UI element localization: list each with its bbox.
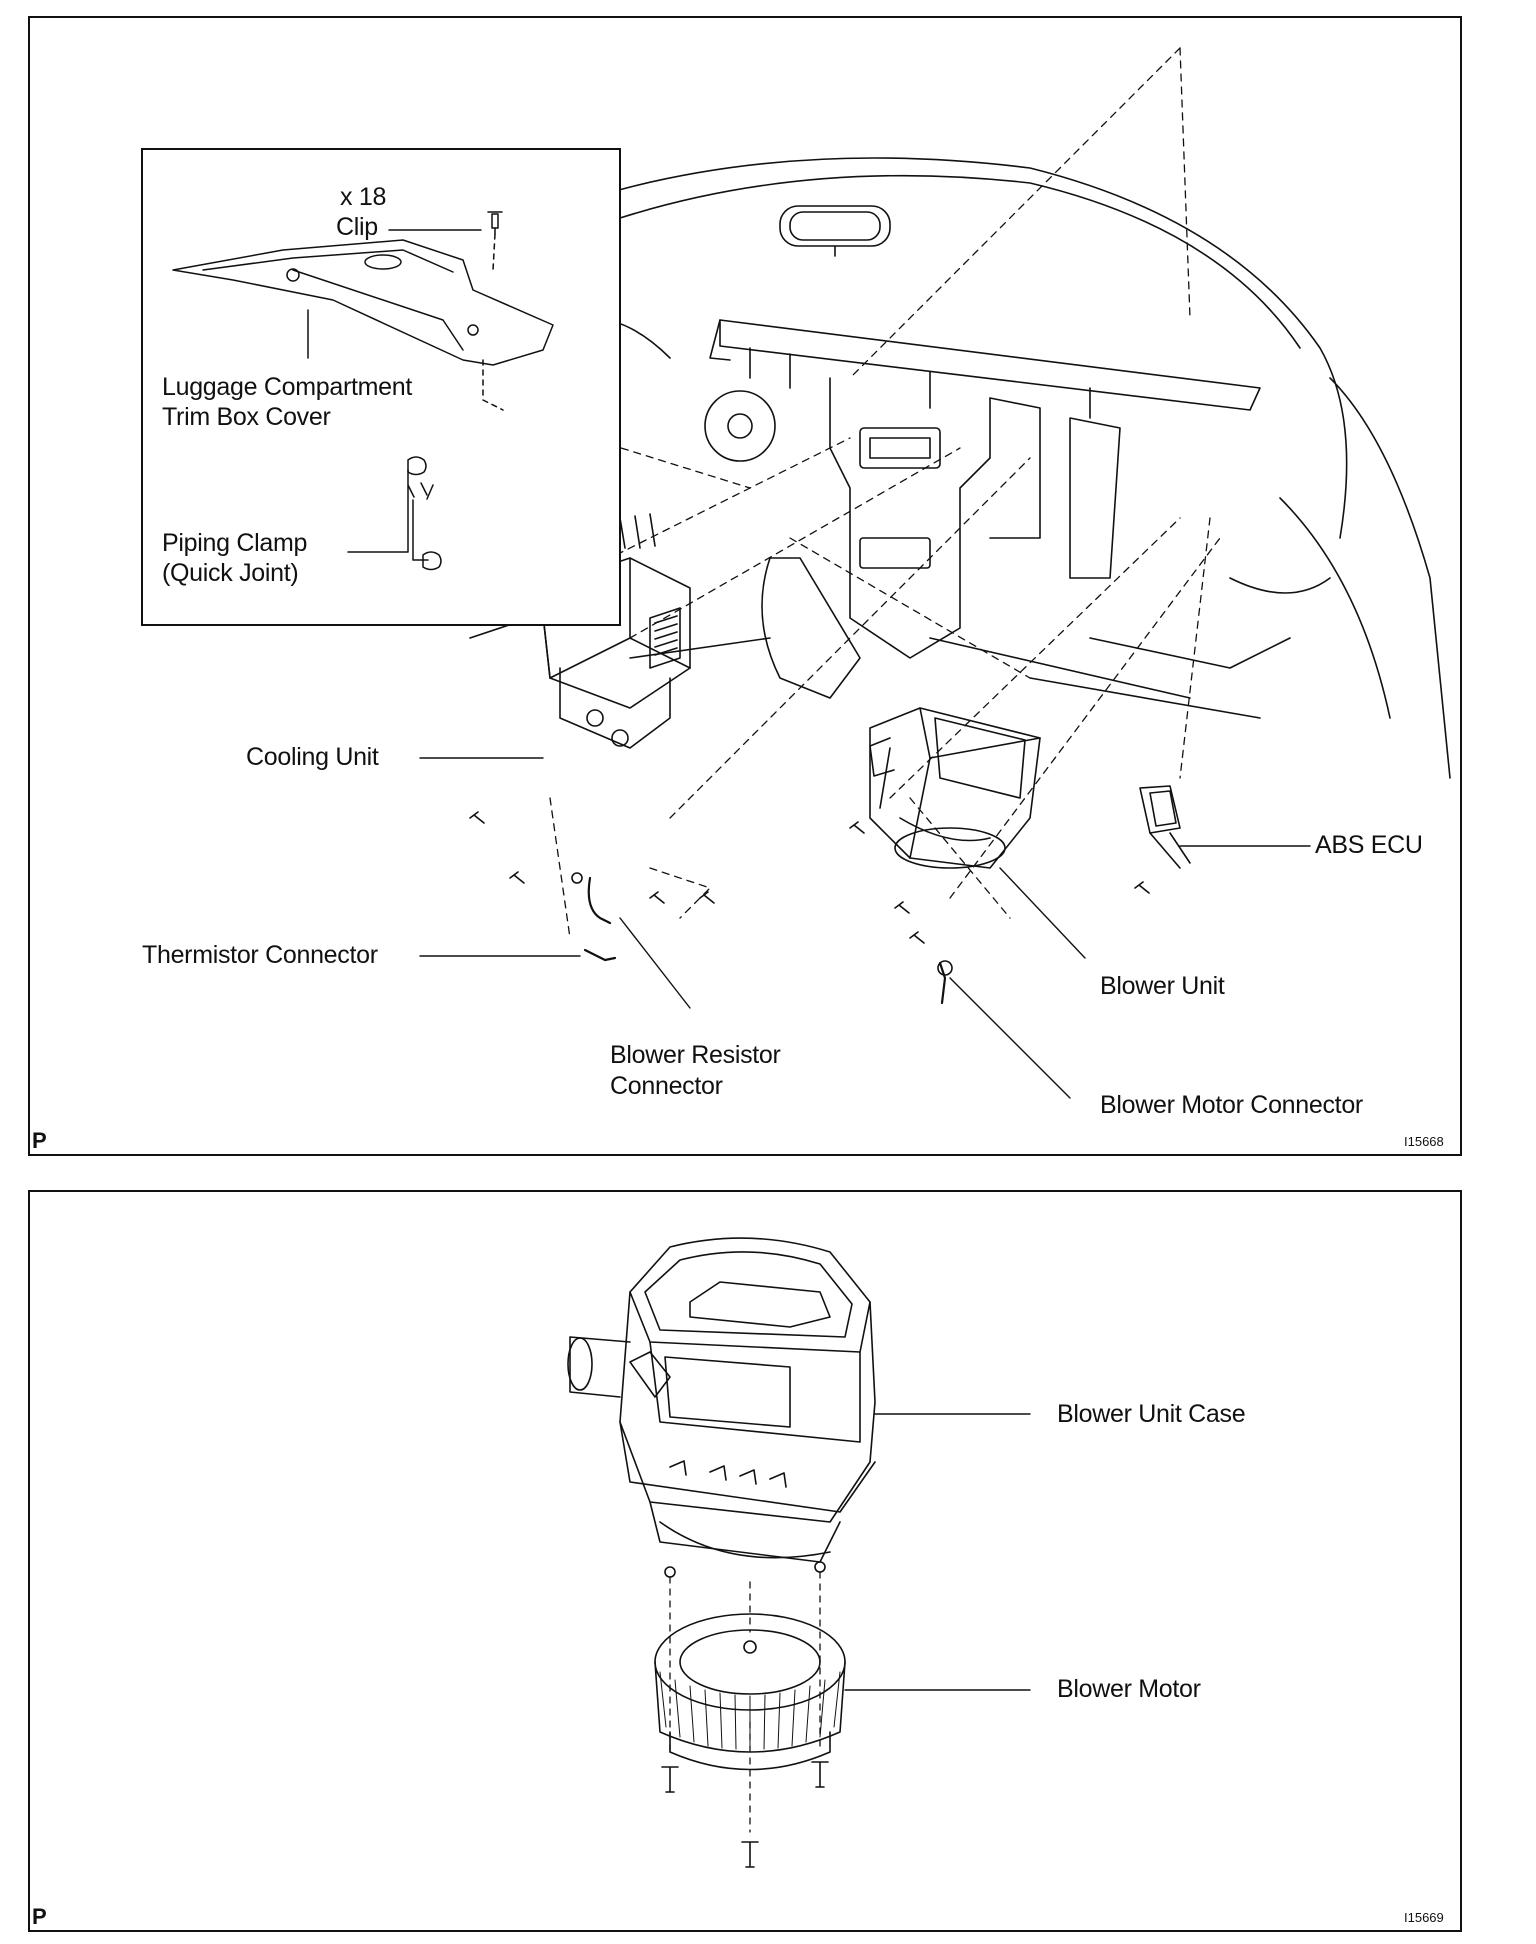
piping-clamp-label-line2: (Quick Joint) <box>162 559 299 587</box>
blower-unit-label: Blower Unit <box>1100 972 1225 1000</box>
corner-mark: P <box>32 1128 47 1153</box>
abs-ecu-label: ABS ECU <box>1315 831 1423 859</box>
blower-motor-label: Blower Motor <box>1057 1675 1201 1703</box>
figure-id: I15669 <box>1404 1910 1444 1925</box>
trim-cover-label-line2: Trim Box Cover <box>162 403 331 431</box>
bottom-diagram-panel: Blower Unit Case Blower Motor P I15669 <box>28 1190 1462 1932</box>
blower-resistor-label-line1: Blower Resistor <box>610 1041 781 1069</box>
thermistor-connector-label: Thermistor Connector <box>142 941 378 969</box>
piping-clamp-label-line1: Piping Clamp <box>162 529 308 557</box>
inset-parts-drawing <box>172 211 554 571</box>
clip-quantity-label: x 18 <box>340 183 387 211</box>
top-diagram-panel: x 18 Clip Luggage Compartment Trim Box C… <box>28 16 1462 1156</box>
blower-motor-connector-label: Blower Motor Connector <box>1100 1091 1363 1119</box>
blower-resistor-label-line2: Connector <box>610 1072 723 1100</box>
inset-detail-box: x 18 Clip Luggage Compartment Trim Box C… <box>141 148 621 626</box>
blower-unit-case-label: Blower Unit Case <box>1057 1400 1246 1428</box>
cooling-unit-label: Cooling Unit <box>246 743 379 771</box>
corner-mark: P <box>32 1904 47 1929</box>
clip-label: Clip <box>336 213 378 241</box>
figure-id: I15668 <box>1404 1134 1444 1149</box>
blower-unit-exploded-view <box>567 1237 1031 1868</box>
trim-cover-label-line1: Luggage Compartment <box>162 373 413 401</box>
